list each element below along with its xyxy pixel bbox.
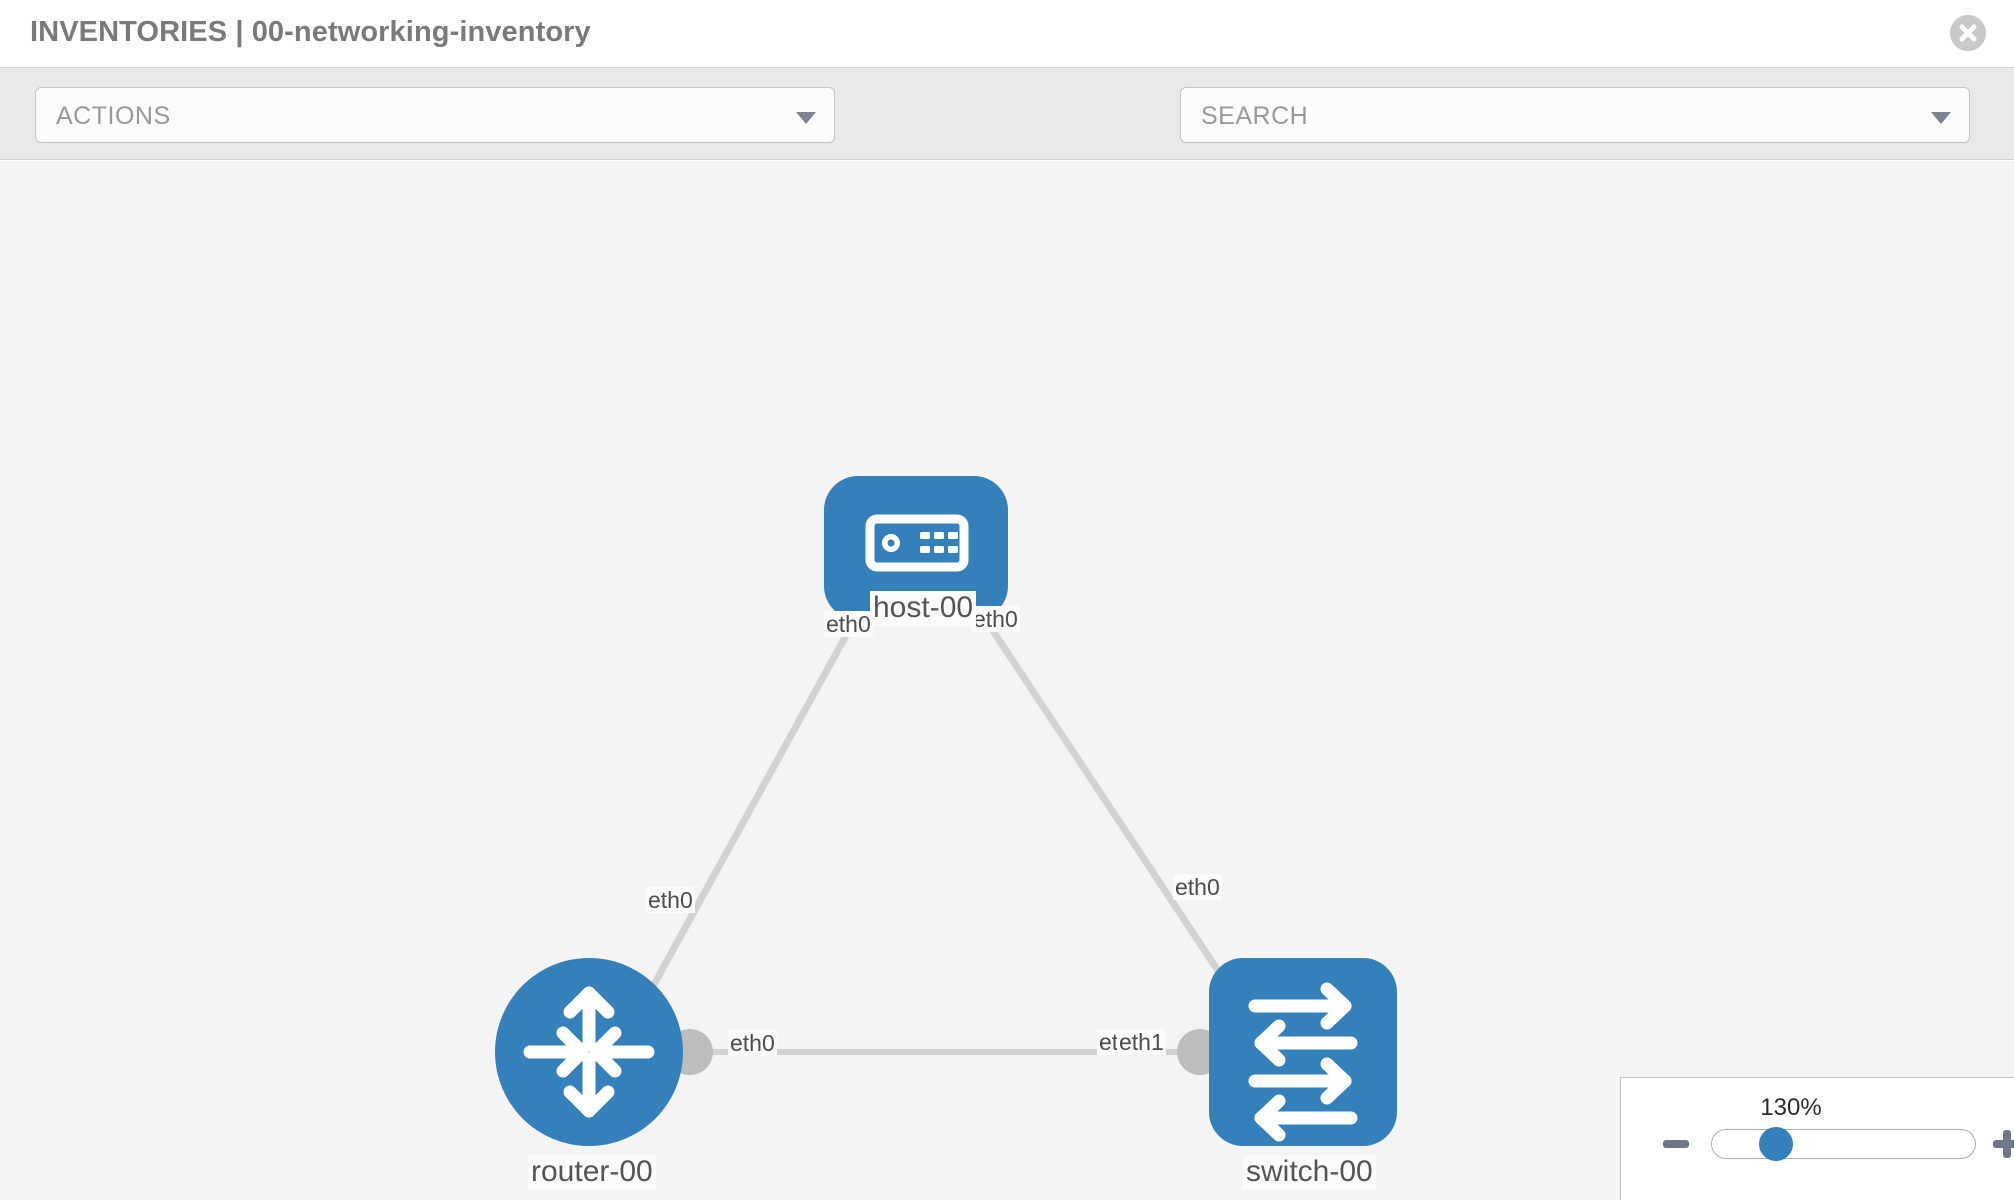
edge-port-label: eth0	[1173, 874, 1222, 901]
title-bar: INVENTORIES | 00-networking-inventory	[0, 0, 2014, 68]
edge-port-label: eth0	[971, 606, 1020, 633]
node-label-router: router-00	[528, 1155, 656, 1190]
node-router-00	[495, 958, 683, 1146]
edge-port-label: eth1	[1117, 1029, 1166, 1056]
edge-port-label: eth0	[646, 887, 695, 914]
node-label-host: host-00	[870, 591, 977, 626]
search-input[interactable]: SEARCH	[1180, 87, 1970, 143]
zoom-out-button[interactable]	[1663, 1140, 1689, 1148]
zoom-control-panel: 130%	[1620, 1077, 2014, 1200]
zoom-slider-track[interactable]	[1711, 1129, 1976, 1159]
chevron-down-icon	[1931, 112, 1951, 124]
toolbar: ACTIONS SEARCH	[0, 68, 2014, 201]
topology-canvas[interactable]: eth0 eth0 eth0 eth0 eth0 eth eth1 host-0…	[0, 161, 2014, 1200]
node-host-00	[824, 476, 1008, 620]
actions-dropdown-label: ACTIONS	[56, 102, 171, 130]
zoom-in-button[interactable]	[1993, 1130, 2014, 1158]
switch-icon	[1248, 982, 1358, 1142]
zoom-slider-thumb[interactable]	[1759, 1127, 1793, 1161]
edge-layer	[631, 577, 1252, 1055]
router-icon	[523, 986, 655, 1118]
node-switch-00	[1209, 958, 1397, 1146]
zoom-level-value: 130%	[1760, 1094, 1822, 1121]
port-nub-layer	[667, 556, 1260, 1075]
edge-port-label: eth0	[824, 611, 873, 638]
actions-dropdown[interactable]: ACTIONS	[35, 87, 835, 143]
close-icon[interactable]	[1950, 15, 1986, 51]
chevron-down-icon	[796, 112, 816, 124]
edge-host-router	[631, 577, 880, 1023]
edge-port-label: eth0	[728, 1030, 777, 1057]
edge-host-switch	[956, 577, 1252, 1020]
node-label-switch: switch-00	[1243, 1155, 1376, 1190]
search-placeholder: SEARCH	[1201, 102, 1309, 130]
server-icon	[865, 514, 969, 572]
topology-graph	[495, 476, 1397, 1146]
page-title: INVENTORIES | 00-networking-inventory	[30, 16, 591, 48]
